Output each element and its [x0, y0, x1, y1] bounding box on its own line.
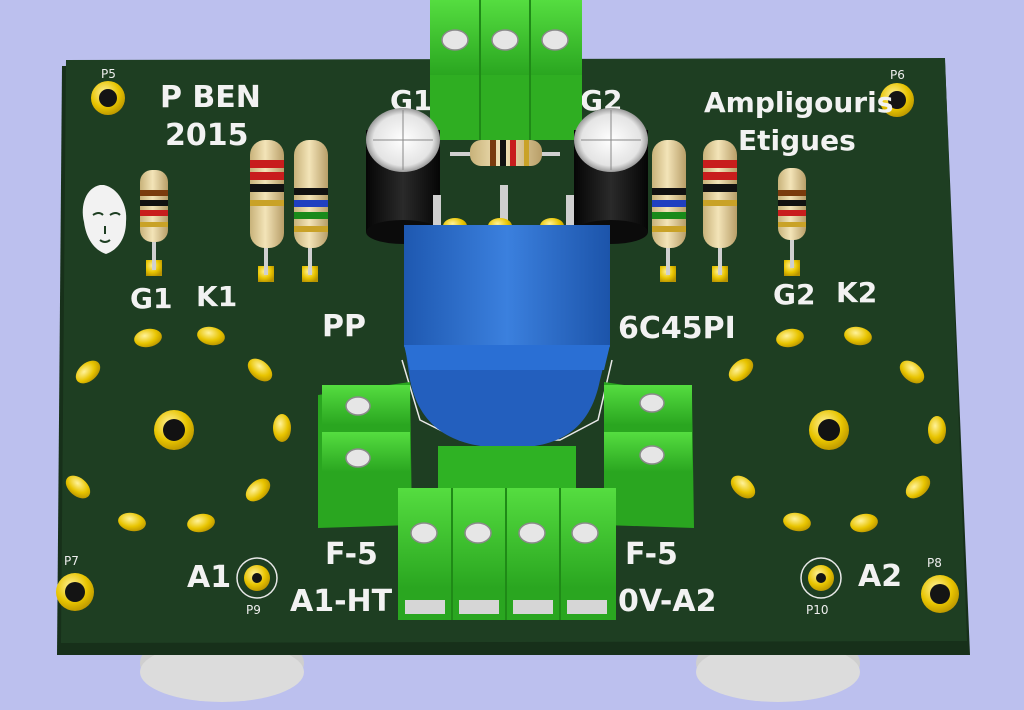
pad-label-p9: P9: [246, 603, 261, 617]
label-0v-a2: 0V-A2: [618, 584, 716, 619]
project-subtitle: Etigues: [738, 124, 856, 157]
pad-label-p5: P5: [101, 67, 116, 81]
blue-component: [404, 225, 610, 448]
label-f5-right: F-5: [625, 537, 678, 572]
capacitor-left: [366, 108, 440, 244]
pad-label-p7: P7: [64, 554, 79, 568]
pad-label-p8: P8: [927, 556, 942, 570]
label-tube: 6C45PI: [618, 311, 736, 346]
terminal-block-left: [318, 382, 412, 528]
mounting-holes: [56, 81, 959, 613]
label-a2: A2: [858, 559, 902, 594]
label-g2: G2: [773, 278, 815, 311]
label-f5-left: F-5: [325, 537, 378, 572]
terminal-block-bottom: [398, 488, 616, 620]
resistors: [140, 140, 806, 282]
label-k1: K1: [196, 280, 237, 313]
green-insert: [438, 446, 576, 490]
project-title: Ampligouris: [704, 86, 893, 119]
buddha-head-icon: [82, 185, 127, 254]
label-a1: A1: [187, 560, 231, 595]
tube-socket-left: [65, 326, 291, 533]
anode-pads: [236, 557, 842, 599]
label-g1: G1: [130, 282, 172, 315]
mounting-hole-icon: [921, 575, 959, 613]
pad-label-p10: P10: [806, 603, 829, 617]
label-pp: PP: [322, 309, 366, 344]
label-a1-ht: A1-HT: [290, 584, 393, 619]
label-k2: K2: [836, 276, 877, 309]
tube-socket-right: [728, 326, 946, 533]
socket-center-hole: [163, 419, 185, 441]
mounting-hole-icon: [880, 83, 914, 117]
author-year: 2015: [165, 118, 249, 153]
capacitor-right: [574, 108, 648, 244]
socket-center-hole: [818, 419, 840, 441]
terminal-block-top: [430, 0, 582, 140]
author-name: P BEN: [160, 80, 261, 115]
terminal-block-right: [604, 382, 694, 528]
mounting-hole-icon: [91, 81, 125, 115]
mounting-hole-icon: [56, 573, 94, 611]
silkscreen-labels: P BEN 2015 Ampligouris Etigues G1 G2 G1 …: [64, 67, 942, 619]
pad-label-p6: P6: [890, 68, 905, 82]
resistor-horizontal: [450, 140, 560, 166]
